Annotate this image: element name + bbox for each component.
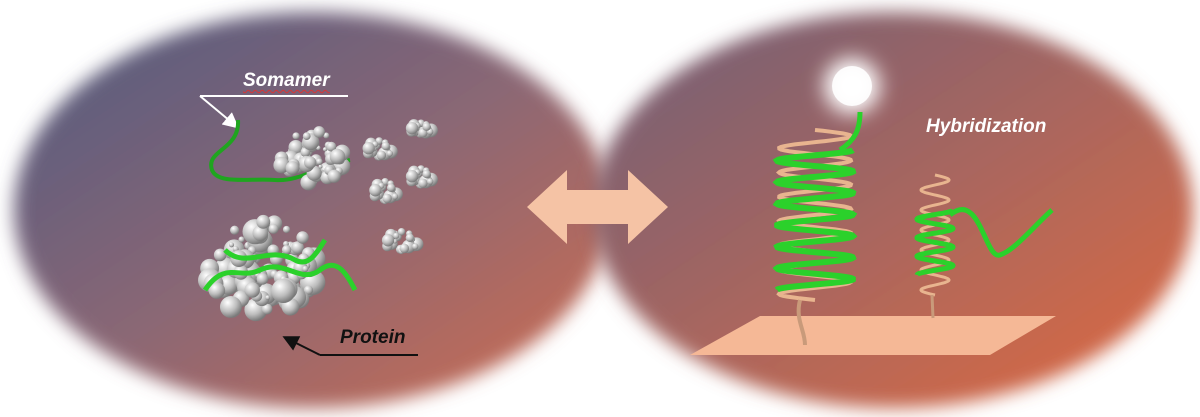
protein-bead [376, 150, 387, 160]
left-ellipse-background [14, 12, 610, 408]
protein-bead [219, 295, 242, 318]
protein-bead [405, 121, 419, 135]
free-proteins [362, 119, 438, 255]
protein-bead [422, 169, 431, 179]
protein-bead [399, 243, 410, 254]
protein-bead [422, 122, 431, 131]
protein-bead [386, 183, 396, 192]
hybridized-helix-large [772, 111, 863, 346]
protein-bead [244, 282, 260, 298]
protein-bead [265, 295, 271, 300]
protein-bead [271, 278, 296, 304]
protein-bead [281, 245, 292, 255]
somamer-label: Somamer [243, 70, 330, 91]
surface-platform [690, 316, 1056, 355]
protein-bead [208, 282, 226, 299]
protein-bead [238, 236, 245, 243]
protein-bead [292, 132, 300, 140]
protein-bead [261, 303, 273, 315]
protein-bead [252, 225, 269, 241]
protein-bead [296, 231, 309, 244]
protein-pointer [282, 336, 418, 356]
protein-bead [230, 225, 240, 235]
protein-bead [326, 141, 337, 152]
protein-bead [386, 150, 394, 157]
protein-bead [418, 178, 428, 188]
protein-bead [329, 148, 346, 165]
protein-bead [315, 158, 323, 165]
protein-bead [323, 132, 330, 139]
protein-bead [381, 234, 395, 247]
protein-bead [273, 156, 290, 174]
strand [772, 147, 858, 293]
protein-bead [303, 156, 317, 169]
protein-bead [302, 265, 309, 272]
protein-bead [327, 169, 341, 183]
protein-bead [405, 233, 415, 242]
protein-bead [291, 241, 304, 254]
protein-label: Protein [340, 327, 406, 348]
protein-bead [285, 161, 300, 175]
hybridized-helix-small [914, 173, 1054, 319]
protein-bead [318, 164, 323, 169]
protein-bead [302, 132, 311, 140]
protein-bead [322, 147, 328, 152]
somamer-protein-small [209, 119, 351, 191]
hybridization-label: Hybridization [926, 116, 1047, 137]
protein-bead [282, 225, 291, 234]
protein-bead [397, 228, 406, 236]
protein-bead [362, 142, 375, 155]
protein-bead [405, 170, 419, 183]
somamer-pointer [199, 95, 348, 129]
protein-bead [391, 193, 399, 200]
protein-bead [382, 193, 392, 204]
protein-bead [412, 243, 419, 250]
protein-bead [426, 178, 434, 185]
protein-bead [256, 214, 271, 229]
somamer-bound-strand [202, 238, 358, 292]
right-ellipse-background [593, 12, 1193, 408]
protein-bead [313, 126, 325, 138]
protein-bead [369, 184, 382, 197]
protein-bead [268, 223, 279, 234]
protein-bead [381, 141, 390, 151]
strand [914, 208, 956, 277]
double-arrow-icon [527, 170, 668, 244]
protein-bead [393, 232, 400, 239]
protein-bead [228, 242, 235, 248]
protein-bead [300, 147, 311, 158]
protein-bead [256, 272, 269, 285]
